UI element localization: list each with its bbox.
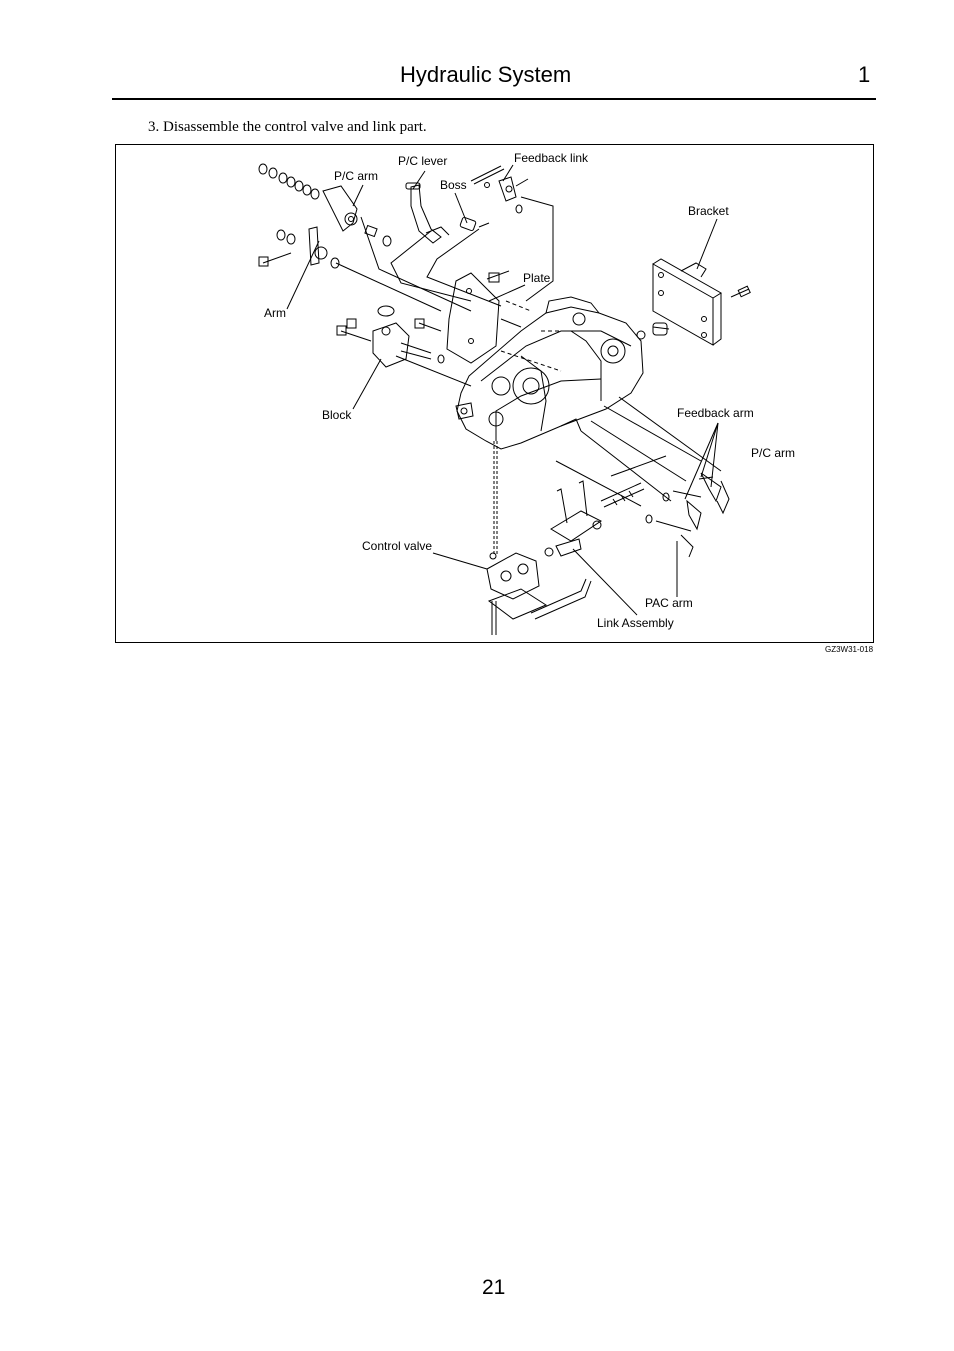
exploded-diagram-frame: P/C lever Feedback link P/C arm Boss Bra… [115, 144, 874, 643]
label-boss: Boss [440, 178, 467, 192]
label-pc-lever: P/C lever [398, 154, 447, 168]
label-arm: Arm [264, 306, 286, 320]
pc-arm-part [322, 185, 392, 247]
exploded-diagram: P/C lever Feedback link P/C arm Boss Bra… [258, 151, 795, 635]
block-part [336, 305, 445, 368]
label-pac-arm: PAC arm [645, 596, 693, 610]
link-assembly-part [550, 480, 645, 557]
header-rule [112, 98, 876, 100]
label-control-valve: Control valve [362, 539, 432, 553]
boss-part [459, 216, 490, 232]
label-pc-arm-top: P/C arm [334, 169, 378, 183]
valve-housing [455, 296, 644, 450]
label-feedback-arm: Feedback arm [677, 406, 754, 420]
right-arms [645, 472, 730, 558]
label-feedback-link: Feedback link [514, 151, 589, 165]
chapter-number: 1 [858, 62, 871, 87]
washer-stack [258, 163, 320, 200]
control-valve-part [486, 547, 592, 635]
step-instruction: 3. Disassemble the control valve and lin… [148, 119, 427, 135]
label-block: Block [322, 408, 352, 422]
label-plate: Plate [523, 271, 551, 285]
feedback-link-part [470, 165, 529, 214]
bracket-part [636, 258, 751, 346]
page-header-title: Hydraulic System [400, 62, 572, 87]
page-number: 21 [482, 1276, 506, 1299]
assembly-lines [335, 196, 722, 556]
label-pc-arm-right: P/C arm [751, 446, 795, 460]
label-bracket: Bracket [688, 204, 729, 218]
figure-code: GZ3W31-018 [825, 645, 874, 654]
leader-lines [286, 164, 719, 616]
arm-part [258, 226, 340, 269]
plate-part [446, 270, 522, 364]
label-link-assembly: Link Assembly [597, 616, 674, 630]
